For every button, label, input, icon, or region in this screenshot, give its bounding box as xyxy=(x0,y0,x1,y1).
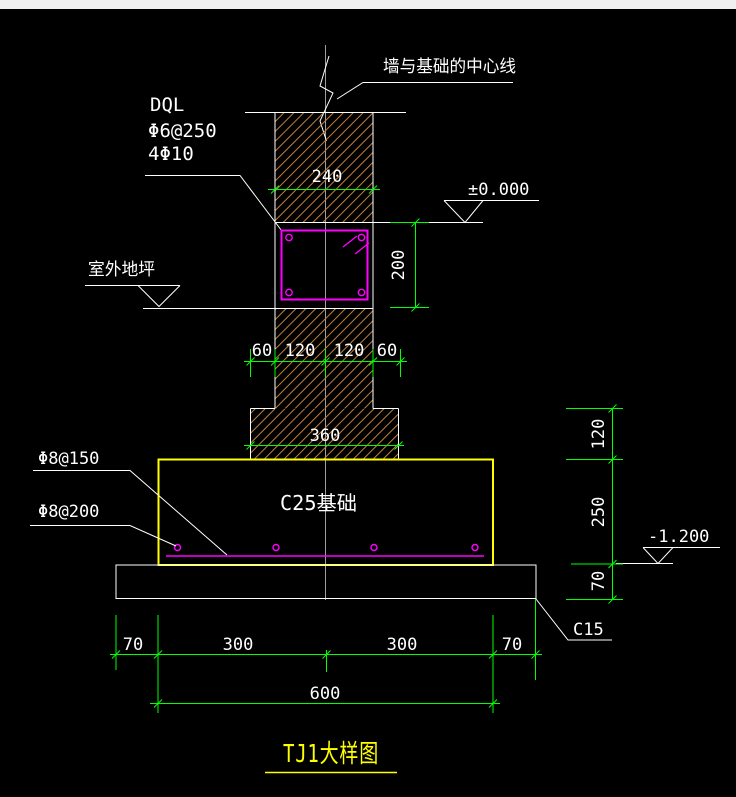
beam-bar-ticks xyxy=(342,235,370,255)
dim-seg-60-right: 60 xyxy=(377,341,397,361)
title-text: TJ1大样图 xyxy=(283,739,379,768)
foundation-rebar xyxy=(166,543,484,557)
dim-step-width: 360 xyxy=(244,426,404,450)
beam-rebar-circle xyxy=(357,233,366,242)
wall-hatch-lower xyxy=(275,309,373,409)
ground-level-triangle xyxy=(137,285,181,308)
centerline-note-leader xyxy=(336,82,513,100)
dim-beam-height: 200 xyxy=(389,218,429,312)
dim-bot-70-right: 70 xyxy=(502,635,522,655)
dim-200-ticks xyxy=(411,218,420,312)
dim-right-chain: 120 250 70 xyxy=(566,404,623,604)
wall-hatch-upper xyxy=(275,113,373,223)
beam-label-leader xyxy=(145,175,282,231)
dim-200-lines xyxy=(390,222,429,308)
centerline-note-text: 墙与基础的中心线 xyxy=(383,57,516,77)
rebar-dist-text: Φ8@200 xyxy=(38,502,99,522)
dim-wall-segments: 60 120 120 60 xyxy=(244,341,407,377)
dim-360-text: 360 xyxy=(310,426,341,446)
level-low-text: -1.200 xyxy=(648,527,709,547)
ground-label-text: 室外地坪 xyxy=(88,260,155,280)
beam-rebar-circle xyxy=(285,233,293,242)
cushion-label: C15 xyxy=(535,598,612,641)
dim-seg-120-right: 120 xyxy=(334,341,365,361)
wall-step-hatch xyxy=(251,409,398,460)
dim-bot-300-left: 300 xyxy=(223,635,254,655)
dist-rebar-circle xyxy=(471,543,479,552)
rebar-main-leader xyxy=(33,470,228,556)
dim-seg-60-left: 60 xyxy=(252,341,272,361)
beam-bars-text: 4Φ10 xyxy=(148,143,194,165)
cushion-outline xyxy=(115,564,537,599)
dim-bottom-segments: 70 300 300 70 xyxy=(110,599,542,680)
dim-cushion-height-text: 70 xyxy=(589,571,609,591)
rebar-dist-leader xyxy=(30,525,177,547)
beam-name-text: DQL xyxy=(150,94,184,116)
dim-seg-extensions xyxy=(250,349,401,377)
dist-rebar-circle xyxy=(272,543,280,552)
dim-240-ticks xyxy=(270,185,378,194)
level-zero: ±0.000 xyxy=(443,180,539,224)
rebar-main-text: Φ8@150 xyxy=(38,449,99,469)
dim-chain-ticks xyxy=(608,404,617,604)
level-minus-1200: -1.200 xyxy=(616,527,720,565)
beam-rebar-circle xyxy=(285,288,293,297)
dim-200-text: 200 xyxy=(389,250,409,281)
cushion-leader xyxy=(535,598,612,641)
dist-rebar-circle xyxy=(370,543,378,552)
dim-chain-extensions xyxy=(566,408,623,600)
dim-600-extensions xyxy=(157,674,494,713)
ground-beam-section xyxy=(280,229,370,301)
wall-step-outline xyxy=(250,408,399,460)
dim-360-ticks xyxy=(246,441,403,450)
dim-seg-120-left: 120 xyxy=(285,341,316,361)
dim-bot-70-left: 70 xyxy=(123,635,143,655)
concrete-cushion xyxy=(115,564,537,599)
dim-600-text: 600 xyxy=(310,684,341,704)
dim-bot-extensions xyxy=(115,599,536,680)
centerline-note: 墙与基础的中心线 xyxy=(336,57,516,100)
beam-outline xyxy=(280,229,369,301)
ground-beam-labels: DQL Φ6@250 4Φ10 xyxy=(145,94,282,231)
beam-stirrups-text: Φ6@250 xyxy=(148,120,217,142)
level-zero-text: ±0.000 xyxy=(468,180,529,200)
foundation-label-text: C25基础 xyxy=(280,491,357,515)
dim-bot-ticks xyxy=(111,650,540,659)
beam-rebar-circle xyxy=(357,288,366,297)
dim-seg-ticks xyxy=(246,357,405,366)
brick-wall xyxy=(245,112,483,460)
dim-foundation-height-text: 250 xyxy=(589,497,609,528)
dim-240-text: 240 xyxy=(312,167,343,187)
dim-bot-300-right: 300 xyxy=(387,635,418,655)
window-top-strip xyxy=(0,0,736,9)
cushion-label-text: C15 xyxy=(573,620,604,640)
dim-step-height-text: 120 xyxy=(589,419,609,450)
drawing-title: TJ1大样图 xyxy=(265,739,397,774)
level-zero-triangle xyxy=(443,200,484,224)
dim-600-ticks xyxy=(153,699,498,708)
dim-foundation-width: 600 xyxy=(150,674,500,713)
dim-wall-width: 240 xyxy=(268,167,380,194)
outdoor-ground-level: 室外地坪 xyxy=(85,260,373,309)
rebar-labels: Φ8@150 Φ8@200 xyxy=(30,449,228,556)
dist-rebar-circle xyxy=(173,543,182,552)
